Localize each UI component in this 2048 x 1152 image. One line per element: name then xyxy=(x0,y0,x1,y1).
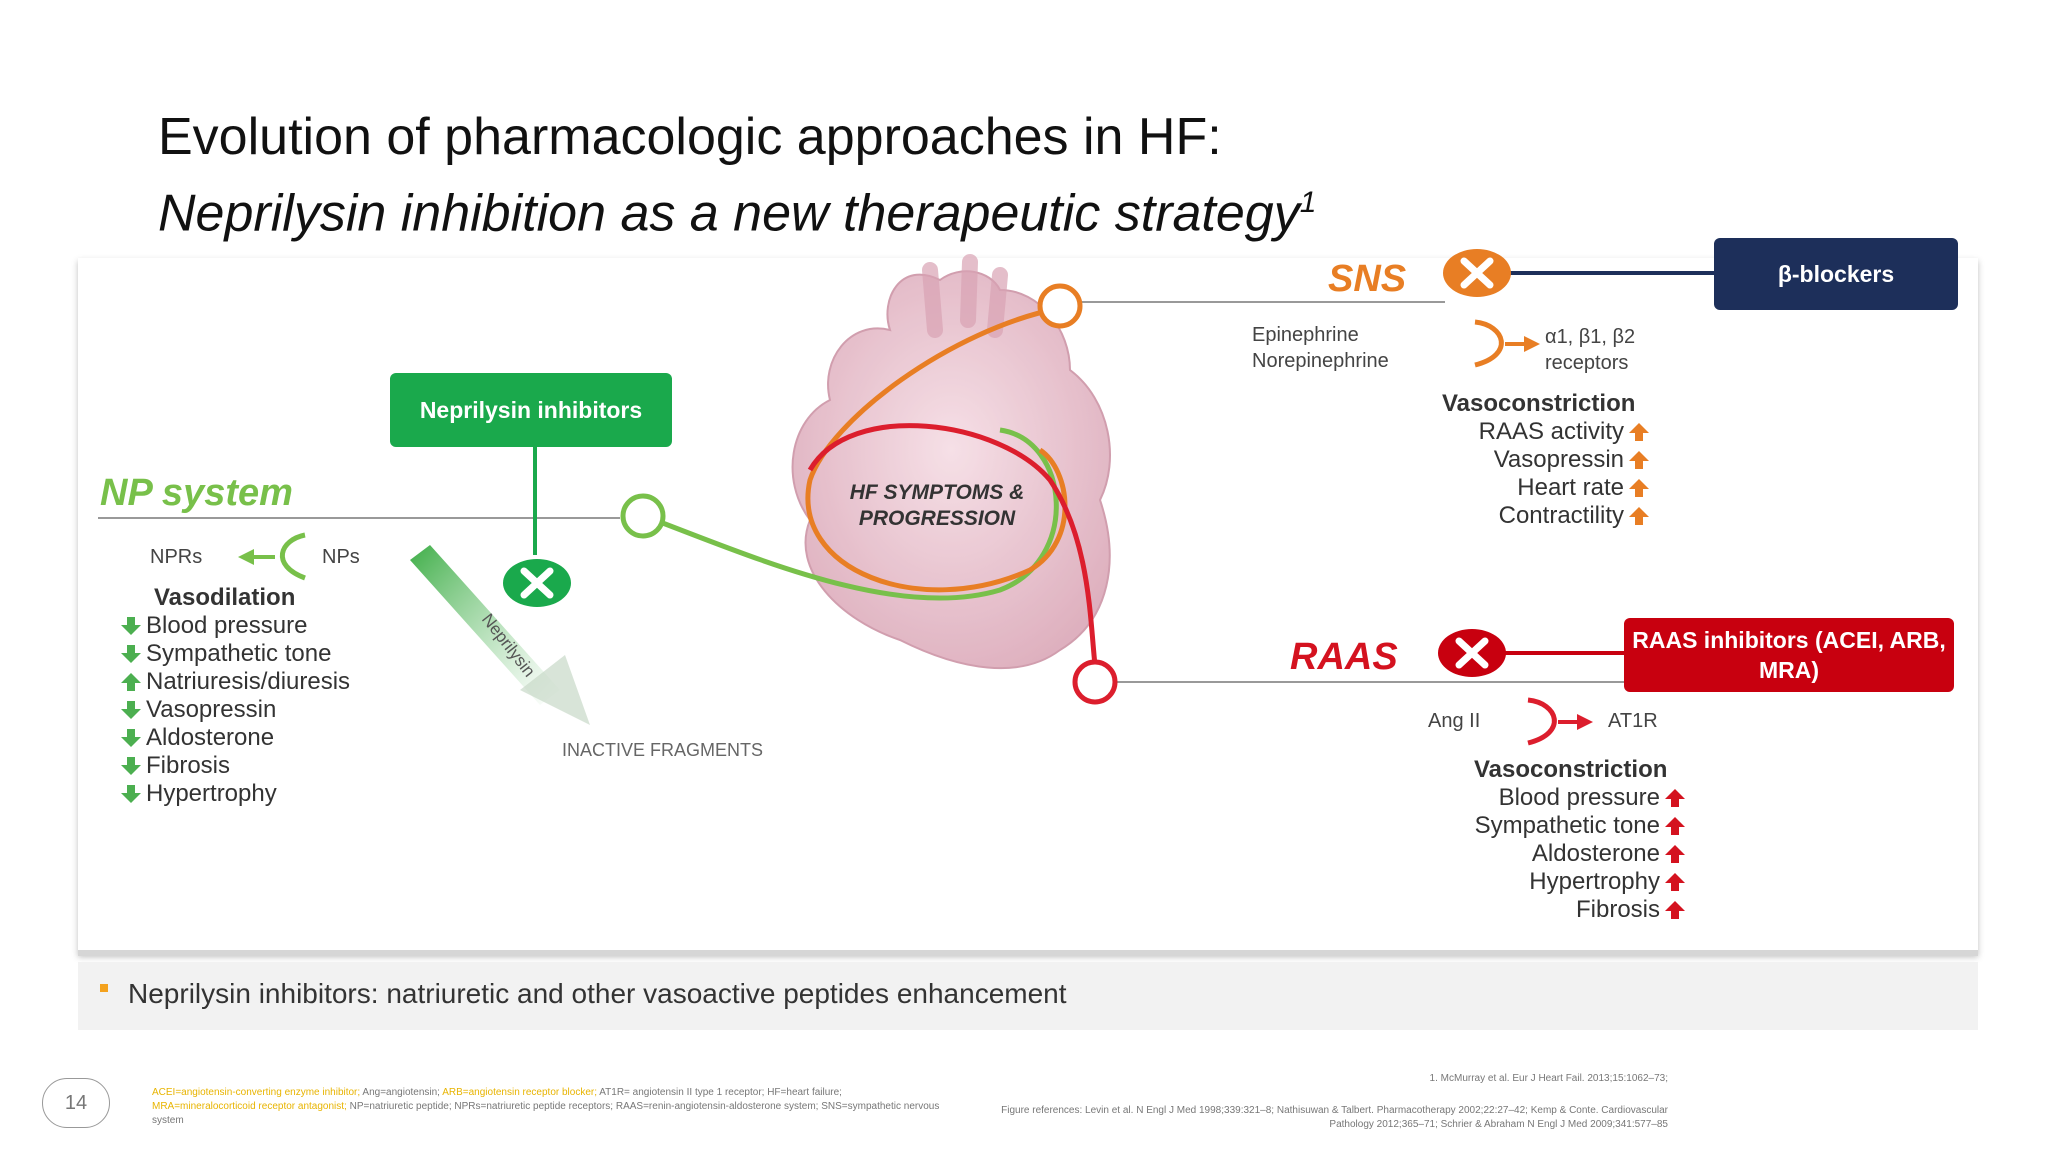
neprilysin-x-icon xyxy=(503,559,571,607)
raas-effects-heading: Vasoconstriction xyxy=(1474,756,1668,783)
np-label: NPs xyxy=(322,546,360,568)
inactive-fragments-label: INACTIVE FRAGMENTS xyxy=(562,740,764,760)
arrow-up-icon xyxy=(1665,789,1685,807)
sns-endpoint xyxy=(1037,283,1083,329)
abbreviations-footnote: ACEI=angiotensin-converting enzyme inhib… xyxy=(152,1087,940,1126)
bullet-marker xyxy=(100,984,108,992)
np-curve xyxy=(659,427,1059,601)
neprilysin-arrow xyxy=(410,545,590,725)
np_system-effect-row: Sympathetic tone xyxy=(120,640,350,668)
raas-effect-row: Fibrosis xyxy=(1380,896,1686,924)
page-number: 14 xyxy=(42,1078,110,1128)
raas-effect-text: Fibrosis xyxy=(1575,896,1660,923)
np_system-effect-text: Blood pressure xyxy=(146,612,308,639)
raas-effect-text: Aldosterone xyxy=(1531,840,1660,867)
sns-receptors-label: α1, β1, β2 receptors xyxy=(1545,324,1635,376)
sns-effect-text: RAAS activity xyxy=(1478,418,1624,445)
raas-effect-text: Hypertrophy xyxy=(1529,868,1660,895)
sns-receptor-icon xyxy=(1474,319,1540,368)
raas-label: RAAS xyxy=(1290,636,1398,678)
raas-x-icon xyxy=(1438,629,1506,677)
sns-ligand-norepinephrine: Norepinephrine xyxy=(1252,350,1389,372)
arrow-up-icon xyxy=(1629,507,1649,525)
slide-title: Evolution of pharmacologic approaches in… xyxy=(158,104,1316,246)
raas-curve xyxy=(807,423,1098,666)
sns-effects-heading: Vasoconstriction xyxy=(1442,390,1636,417)
npr-label: NPRs xyxy=(150,546,203,568)
title-line-1: Evolution of pharmacologic approaches in… xyxy=(158,108,1222,166)
arrow-up-icon xyxy=(121,673,141,691)
sns-effect-row: Heart rate xyxy=(1380,474,1650,502)
raas-ligand-label: Ang II xyxy=(1428,710,1481,732)
reference-footnote: 1. McMurray et al. Eur J Heart Fail. 201… xyxy=(1429,1073,1668,1084)
beta-blockers-box: β-blockers xyxy=(1714,238,1958,310)
title-line-2: Neprilysin inhibition as a new therapeut… xyxy=(158,184,1317,243)
np_system-effect-text: Natriuresis/diuresis xyxy=(146,668,351,695)
np-system-label: NP system xyxy=(100,472,293,514)
bullet-text: Neprilysin inhibitors: natriuretic and o… xyxy=(128,978,1067,1009)
arrow-up-icon xyxy=(1665,873,1685,891)
arrow-up-icon xyxy=(1665,901,1685,919)
arrow-up-icon xyxy=(1665,817,1685,835)
np-endpoint xyxy=(620,493,666,539)
np_system-effect-text: Sympathetic tone xyxy=(146,640,332,667)
sns-effect-row: Vasopressin xyxy=(1380,446,1650,474)
sns-x-icon xyxy=(1443,249,1511,297)
arrow-down-icon xyxy=(121,617,141,635)
sns-effect-text: Heart rate xyxy=(1517,474,1624,501)
np_system-effect-row: Hypertrophy xyxy=(120,780,350,808)
sns-curve xyxy=(805,305,1068,593)
np_system-effect-text: Aldosterone xyxy=(146,724,275,751)
np_system-effect-row: Blood pressure xyxy=(120,612,350,640)
arrow-down-icon xyxy=(121,729,141,747)
arrow-up-icon xyxy=(1629,423,1649,441)
raas-effect-row: Sympathetic tone xyxy=(1380,812,1686,840)
np_system-effect-row: Fibrosis xyxy=(120,752,350,780)
neprilysin-inhibitors-box: Neprilysin inhibitors xyxy=(390,373,672,447)
raas-effect-row: Aldosterone xyxy=(1380,840,1686,868)
sns-effect-row: Contractility xyxy=(1380,502,1650,530)
arrow-down-icon xyxy=(121,757,141,775)
raas-effect-row: Blood pressure xyxy=(1380,784,1686,812)
arrow-up-icon xyxy=(1665,845,1685,863)
title-superscript: 1 xyxy=(1299,186,1317,219)
arrow-up-icon xyxy=(1629,451,1649,469)
figure-references-footnote: Figure references: Levin et al. N Engl J… xyxy=(1001,1105,1668,1130)
np_system-effect-text: Vasopressin xyxy=(146,696,277,723)
arrow-down-icon xyxy=(121,701,141,719)
raas-effect-row: Hypertrophy xyxy=(1380,868,1686,896)
arrow-down-icon xyxy=(121,785,141,803)
sns-ligand-epinephrine: Epinephrine xyxy=(1252,324,1359,346)
sns-receptor-word: receptors xyxy=(1545,352,1629,374)
raas-effect-text: Sympathetic tone xyxy=(1474,812,1660,839)
sns-effect-text: Contractility xyxy=(1498,502,1624,529)
np_system-effect-row: Vasopressin xyxy=(120,696,350,724)
sns-label: SNS xyxy=(1328,258,1407,300)
arrow-up-icon xyxy=(1629,479,1649,497)
np_system-effect-text: Hypertrophy xyxy=(146,780,277,807)
sns-receptor-types: α1, β1, β2 xyxy=(1545,326,1636,348)
sns-effect-text: Vasopressin xyxy=(1493,446,1624,473)
sns-ligands: Epinephrine Norepinephrine xyxy=(1252,322,1389,374)
np_system-effect-row: Natriuresis/diuresis xyxy=(120,668,350,696)
bullet-bar xyxy=(78,962,1978,1030)
np-receptor-icon xyxy=(238,532,306,581)
np-effects-heading: Vasodilation xyxy=(154,584,296,611)
sns-effect-row: RAAS activity xyxy=(1380,418,1650,446)
raas-receptor-icon xyxy=(1527,697,1593,746)
raas-endpoint xyxy=(1072,659,1118,705)
panel-bottom-edge xyxy=(78,950,1978,956)
arrow-down-icon xyxy=(121,645,141,663)
raas-effect-text: Blood pressure xyxy=(1498,784,1660,811)
raas-inhibitors-box: RAAS inhibitors (ACEI, ARB, MRA) xyxy=(1624,618,1954,692)
raas-receptor-label: AT1R xyxy=(1608,710,1658,732)
heart-label: HF SYMPTOMS & PROGRESSION xyxy=(849,481,1025,530)
np_system-effect-row: Aldosterone xyxy=(120,724,350,752)
np_system-effect-text: Fibrosis xyxy=(146,752,231,779)
